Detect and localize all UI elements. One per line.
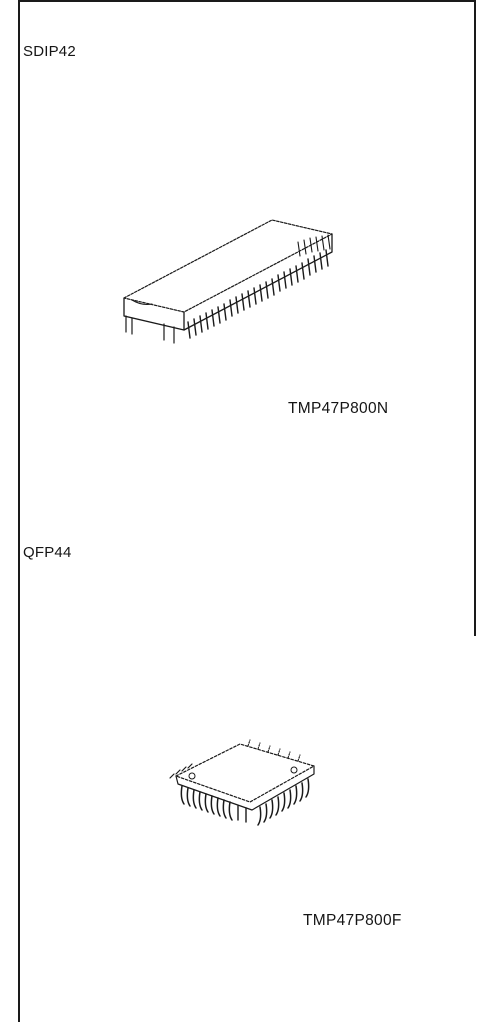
part-number-tmp47p800f: TMP47P800F bbox=[303, 912, 402, 929]
qfp44-package-drawing bbox=[168, 730, 328, 840]
right-border-rule bbox=[474, 0, 476, 636]
sdip42-package-drawing bbox=[118, 210, 348, 345]
part-number-tmp47p800n: TMP47P800N bbox=[288, 400, 389, 417]
page-frame bbox=[18, 0, 476, 1022]
package-label-qfp44: QFP44 bbox=[23, 544, 72, 561]
package-label-sdip42: SDIP42 bbox=[23, 43, 76, 60]
